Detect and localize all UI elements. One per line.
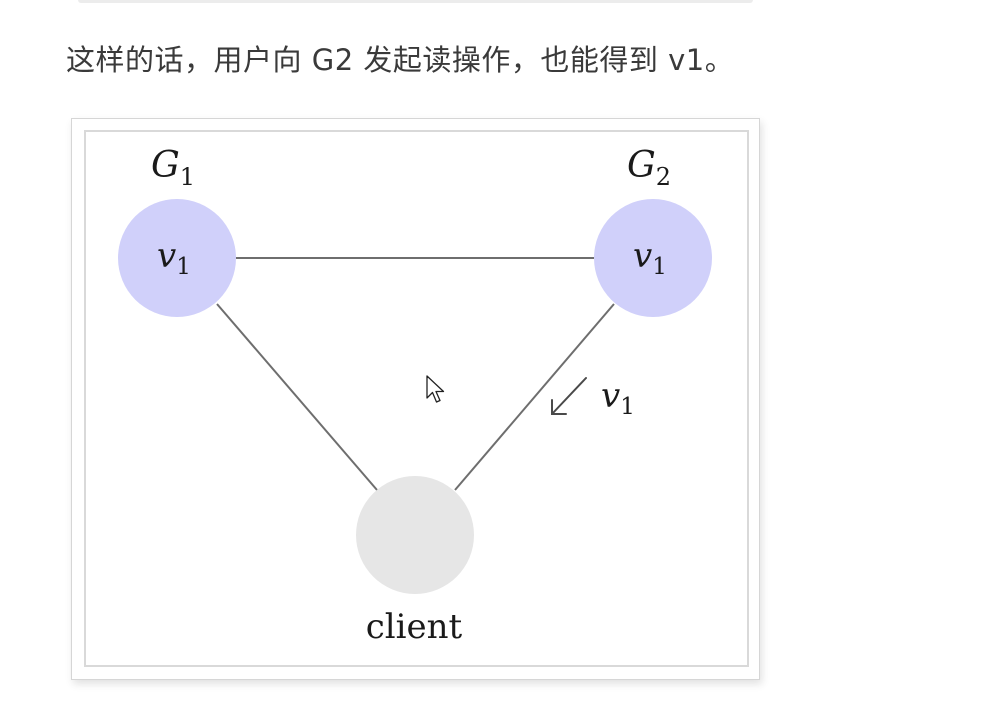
arrow-value-label: v1	[601, 376, 635, 420]
node-g2-label: G2	[627, 145, 671, 191]
figure-inner-frame	[84, 130, 749, 667]
node-client-circle	[356, 476, 474, 594]
mouse-pointer-icon	[426, 375, 445, 403]
edge-g1-client	[216, 303, 378, 491]
node-g1-label: G1	[151, 145, 195, 191]
node-g2-circle	[594, 199, 712, 317]
edge-g2-client	[454, 303, 615, 491]
node-client-label: client	[366, 607, 463, 647]
node-g1-circle	[118, 199, 236, 317]
node-g2-value: v1	[633, 236, 667, 280]
paragraph-caption: 这样的话，用户向 G2 发起读操作，也能得到 v1。	[66, 43, 735, 77]
node-g1-value: v1	[157, 236, 191, 280]
read-response-arrow-icon	[551, 377, 587, 415]
top-divider	[78, 0, 753, 3]
